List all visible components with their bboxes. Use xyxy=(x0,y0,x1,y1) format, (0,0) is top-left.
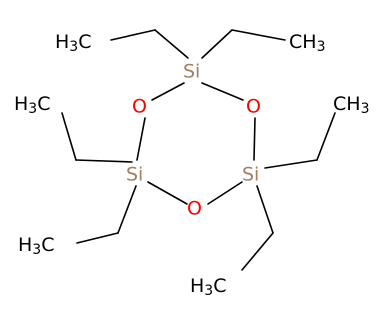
methyl-label-bottom-left: H3C xyxy=(18,234,55,259)
methyl-bottom-left-count: 3 xyxy=(32,242,41,258)
methyl-top-right-count: 3 xyxy=(317,39,326,55)
bond-o-bottom-si-right xyxy=(207,181,243,205)
bond-o-left-si-left xyxy=(136,117,146,161)
methyl-bottom-right-h: H xyxy=(190,275,204,297)
methyl-bottom-right-c: C xyxy=(213,275,226,297)
methyl-label-bottom-right: H3C xyxy=(190,275,227,300)
methyl-top-left-count: 3 xyxy=(69,39,78,55)
bond-si-top-o-left xyxy=(151,82,185,101)
bond-o-right-si-right xyxy=(253,117,256,161)
oxygen-atom-left: O xyxy=(132,96,147,118)
methyl-top-right-h: H xyxy=(302,31,316,53)
bond-ethyl-top-right-2 xyxy=(231,29,286,41)
bond-si-left-o-bottom xyxy=(147,181,188,205)
bond-si-right-ethyl-lower-1 xyxy=(256,185,274,234)
bond-si-top-ethyl-left-1 xyxy=(154,29,189,59)
bond-ethyl-right-upper-2 xyxy=(316,112,336,161)
methyl-label-top-left: H3C xyxy=(55,31,92,56)
bond-si-top-o-right xyxy=(201,82,244,101)
methyl-top-left-c: C xyxy=(78,31,91,53)
bond-ethyl-right-lower-2 xyxy=(241,232,274,271)
methyl-right-count: 3 xyxy=(361,101,370,117)
methyl-bottom-left-h: H xyxy=(18,234,32,256)
silicon-atom-left: Si xyxy=(126,164,143,186)
methyl-right-c: C xyxy=(333,93,346,115)
oxygen-atom-right: O xyxy=(246,96,261,118)
methyl-left-h: H xyxy=(14,93,28,115)
methyl-label-left: H3C xyxy=(14,93,51,118)
oxygen-atom-bottom: O xyxy=(187,198,202,220)
methyl-top-right-c: C xyxy=(289,31,302,53)
bond-ethyl-top-left-2 xyxy=(110,29,156,41)
bond-si-left-ethyl-lower-1 xyxy=(117,185,137,234)
methyl-right-h: H xyxy=(346,93,360,115)
bond-ethyl-left-lower-2 xyxy=(76,232,119,244)
bond-si-top-ethyl-right-1 xyxy=(201,29,233,59)
silicon-atom-right: Si xyxy=(242,164,259,186)
methyl-bottom-left-c: C xyxy=(41,234,54,256)
methyl-label-top-right: CH3 xyxy=(289,31,326,56)
methyl-label-right: CH3 xyxy=(333,93,370,118)
bond-ethyl-left-upper-2 xyxy=(61,112,77,161)
methyl-left-count: 3 xyxy=(28,101,37,117)
methyl-bottom-right-count: 3 xyxy=(204,283,213,299)
bond-si-right-ethyl-upper-1 xyxy=(264,159,318,169)
silicon-atom-top: Si xyxy=(183,61,200,83)
bond-si-left-ethyl-upper-1 xyxy=(75,159,133,163)
methyl-left-c: C xyxy=(37,93,50,115)
methyl-top-left-h: H xyxy=(55,31,69,53)
